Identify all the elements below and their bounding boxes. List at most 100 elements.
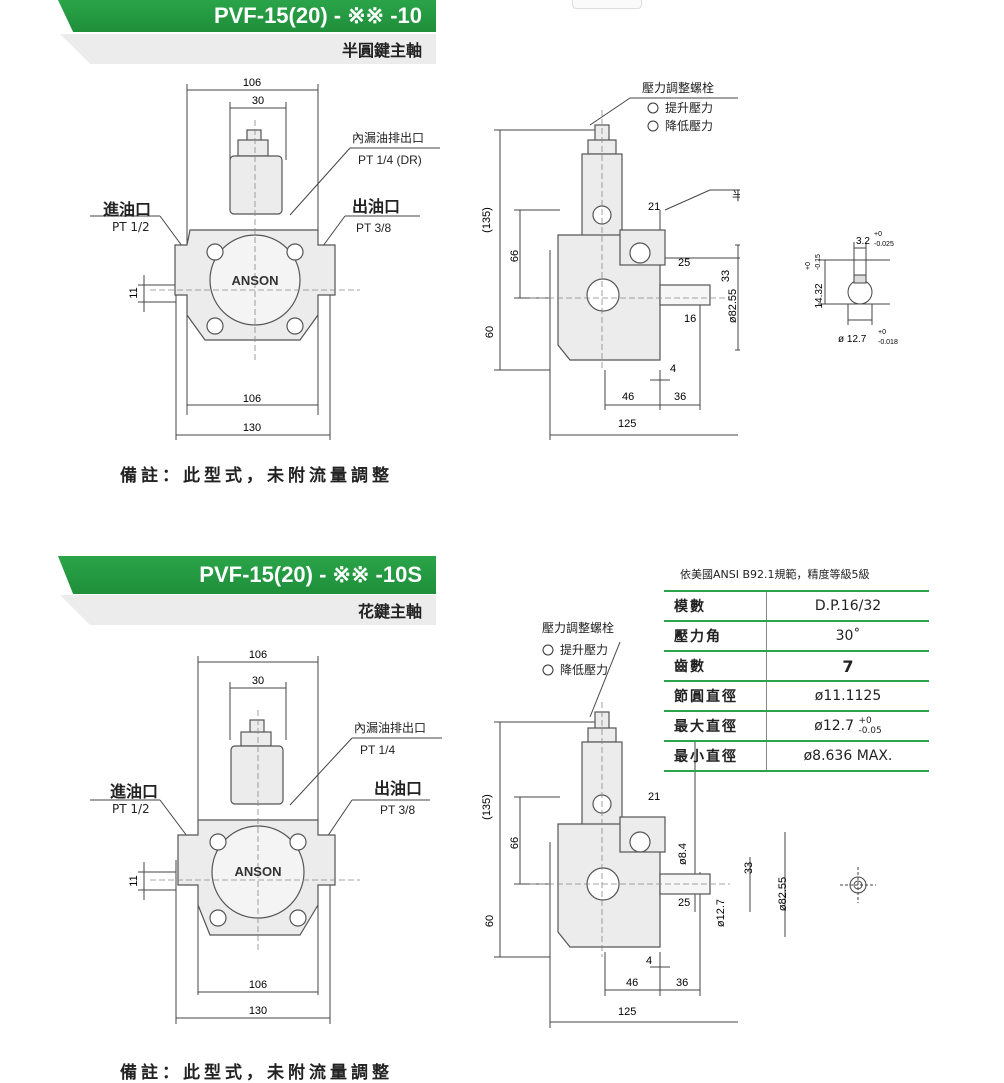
spline-caption: 依美國ANSI B92.1規範，精度等級5級 <box>680 568 870 581</box>
key-height-dim: 14.32 <box>814 283 825 308</box>
spec-value: ø8.636 MAX. <box>766 741 929 772</box>
table-row: 齒數 7 <box>664 651 929 682</box>
table-row: 最大直徑 ø12.7 +0 -0.05 <box>664 711 929 742</box>
shaft-dia-tol-low: -0.018 <box>878 339 898 346</box>
model-title-2-text: PVF-15(20) - ※※ -10S <box>199 562 422 587</box>
spec-key: 最小直徑 <box>664 741 767 772</box>
dim-21-1: 21 <box>648 201 660 213</box>
table-row: 節圓直徑 ø11.1125 <box>664 681 929 712</box>
raise-icon <box>542 644 554 656</box>
raise-label-2: 提升壓力 <box>560 642 608 657</box>
side-view-1: (135) 66 60 21 25 33 16 4 46 36 125 ø82.… <box>481 80 740 440</box>
drain-label-1: 內漏油排出口 <box>352 131 424 145</box>
key-height-tol-up: +0 <box>805 262 812 270</box>
front-view-2: ANSON 106 30 106 130 11 內漏油排出口 PT 1/4 出油… <box>90 649 442 1024</box>
dim-36-1: 36 <box>674 391 686 403</box>
dim-30-2: 30 <box>252 675 264 687</box>
spec-tol-up: +0 <box>858 716 872 726</box>
adjust-bolt-label-2: 壓力調整螺栓 <box>542 620 614 635</box>
inlet-spec-1: PT 1/2 <box>112 220 150 234</box>
dim-125-1: 125 <box>618 418 636 430</box>
lower-icon <box>647 120 659 132</box>
shaft-type-1: 半圓鍵主軸 <box>60 34 436 64</box>
shaft-type-2: 花鍵主軸 <box>60 595 436 625</box>
dim-4-1: 4 <box>670 363 676 375</box>
dim-60-1: 60 <box>484 326 496 338</box>
dim-8255-1: ø82.55 <box>727 289 739 323</box>
key-detail-1: 3.2 +0 -0.025 14.32 +0 -0.15 ø 12.7 +0 -… <box>805 231 898 346</box>
dim-130-1: 130 <box>243 422 261 434</box>
dim-36-2: 36 <box>676 977 688 989</box>
table-row: 壓力角 30˚ <box>664 621 929 652</box>
dim-106-top-1: 106 <box>243 77 261 89</box>
dim-4-2: 4 <box>646 955 652 967</box>
brand-logo-2: ANSON <box>235 864 282 879</box>
dim-11-1: 11 <box>128 287 140 298</box>
inlet-spec-2: PT 1/2 <box>112 802 150 816</box>
side-view-2: (135) 66 60 21 ø8.4 25 ø12.7 33 ø82.55 4… <box>481 620 789 1028</box>
inlet-label-1: 進油口 <box>103 200 152 219</box>
key-width-tol-low: -0.025 <box>874 241 894 248</box>
dim-84-2: ø8.4 <box>677 843 689 865</box>
note-2: 備註：此型式，未附流量調整 <box>120 1063 393 1083</box>
dim-106-bot-1: 106 <box>243 393 261 405</box>
brand-logo-1: ANSON <box>232 273 279 288</box>
dim-127-2: ø12.7 <box>715 899 727 927</box>
dim-21-2: 21 <box>648 791 660 803</box>
model-title-2: PVF-15(20) - ※※ -10S <box>58 556 436 594</box>
model-title-1: PVF-15(20) - ※※ -10 <box>58 0 436 32</box>
outlet-spec-1: PT 3/8 <box>356 221 391 235</box>
front-view-1: ANSON 106 30 106 130 11 內漏油排出口 PT 1/4 (D… <box>90 77 440 440</box>
shaft-dia-tol-up: +0 <box>878 329 886 336</box>
lower-label-2: 降低壓力 <box>560 663 608 677</box>
shaft-type-2-text: 花鍵主軸 <box>357 602 422 621</box>
dim-60-2: 60 <box>484 915 496 927</box>
spline-detail <box>840 867 876 903</box>
dim-66-1: 66 <box>509 250 521 262</box>
table-row: 最小直徑 ø8.636 MAX. <box>664 741 929 772</box>
spec-tol-low: -0.05 <box>858 726 882 736</box>
dim-16-1: 16 <box>684 313 696 325</box>
dim-106-top-2: 106 <box>249 649 267 661</box>
dim-125-2: 125 <box>618 1006 636 1018</box>
lower-icon <box>542 664 554 676</box>
adjust-bolt-label-1: 壓力調整螺栓 <box>642 80 714 95</box>
dim-8255-2: ø82.55 <box>777 877 789 911</box>
spec-key: 齒數 <box>664 651 767 682</box>
key-height-tol-low: -0.15 <box>815 254 822 270</box>
lower-label-1: 降低壓力 <box>665 119 713 133</box>
dim-135-1: (135) <box>481 207 493 233</box>
spec-key: 最大直徑 <box>664 711 767 742</box>
key-width-tol-up: +0 <box>874 231 882 238</box>
dim-46-2: 46 <box>626 977 638 989</box>
spline-spec-table: 模數 D.P.16/32 壓力角 30˚ 齒數 7 節圓直徑 ø11.1125 … <box>664 590 929 772</box>
drain-spec-1: PT 1/4 (DR) <box>358 153 422 167</box>
key-label-1: 半圓鍵 NO.406 <box>732 188 740 203</box>
dim-30-1: 30 <box>252 95 264 107</box>
dim-130-2: 130 <box>249 1005 267 1017</box>
dim-11-2: 11 <box>128 875 140 886</box>
spec-key: 壓力角 <box>664 621 767 652</box>
shaft-dia-dim: ø 12.7 <box>838 334 867 345</box>
spec-value: D.P.16/32 <box>766 591 929 622</box>
table-row: 模數 D.P.16/32 <box>664 591 929 622</box>
dim-33-2: 33 <box>743 862 755 874</box>
top-edge-widget <box>572 0 642 9</box>
drain-label-2: 內漏油排出口 <box>354 721 426 735</box>
dim-25-1: 25 <box>678 257 690 269</box>
spec-key: 節圓直徑 <box>664 681 767 712</box>
spec-value: 7 <box>766 651 929 682</box>
drain-spec-2: PT 1/4 <box>360 743 395 757</box>
outlet-label-1: 出油口 <box>352 197 400 216</box>
note-1: 備註：此型式，未附流量調整 <box>120 466 393 486</box>
outlet-label-2: 出油口 <box>374 779 422 798</box>
inlet-label-2: 進油口 <box>110 782 159 801</box>
spec-value-cell: ø12.7 +0 -0.05 <box>766 711 929 742</box>
spec-value: 30˚ <box>766 621 929 652</box>
model-title-1-text: PVF-15(20) - ※※ -10 <box>213 3 422 28</box>
key-width-dim: 3.2 <box>856 236 870 247</box>
dim-25-2: 25 <box>678 897 690 909</box>
dim-106-bot-2: 106 <box>249 979 267 991</box>
spec-value: ø11.1125 <box>766 681 929 712</box>
dim-33-1: 33 <box>720 270 732 282</box>
